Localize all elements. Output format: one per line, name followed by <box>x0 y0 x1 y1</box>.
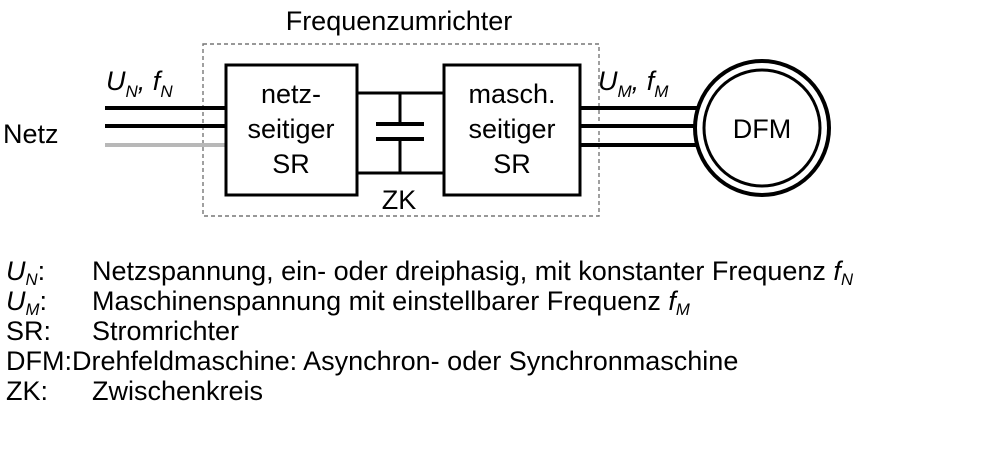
legend-desc-zk: Zwischenkreis <box>92 376 264 406</box>
grid-lines <box>105 106 226 147</box>
dc-link-label: ZK <box>382 185 417 215</box>
converter-boundary <box>202 43 600 217</box>
grid-converter-line3: SR <box>272 149 310 179</box>
legend-desc-dfm: Drehfeldmaschine: Asynchron- oder Synchr… <box>72 346 739 376</box>
legend-term-um: UM: <box>6 286 47 320</box>
legend-term-sr: SR: <box>6 316 52 346</box>
dc-link <box>357 91 444 175</box>
legend-desc-un: Netzspannung, ein- oder dreiphasig, mit … <box>92 256 854 290</box>
grid-converter-line2: seitiger <box>247 114 334 144</box>
input-voltage-label: UN, fN <box>106 66 173 101</box>
dc-link-capacitor <box>376 122 424 141</box>
machine-converter-line3: SR <box>493 149 531 179</box>
machine-lines <box>580 106 707 147</box>
legend-desc-um: Maschinenspannung mit einstellbarer Freq… <box>92 286 690 320</box>
machine-label: DFM <box>733 114 791 144</box>
legend-term-dfm: DFM: <box>6 346 72 376</box>
machine-converter-line2: seitiger <box>468 114 555 144</box>
output-voltage-label: UM, fM <box>598 66 669 101</box>
rotating-field-machine <box>693 59 831 197</box>
legend-term-zk: ZK: <box>6 376 49 406</box>
legend-term-un: UN: <box>6 256 46 290</box>
legend-desc-sr: Stromrichter <box>92 316 240 346</box>
grid-converter-line1: netz- <box>261 79 321 109</box>
machine-side-converter <box>442 63 582 197</box>
machine-converter-line1: masch. <box>468 79 555 109</box>
source-label: Netz <box>3 119 59 149</box>
grid-side-converter <box>224 63 359 197</box>
converter-diagram: Frequenzumrichter Netz UN, fN netz- seit… <box>3 6 831 217</box>
converter-title: Frequenzumrichter <box>286 6 513 36</box>
